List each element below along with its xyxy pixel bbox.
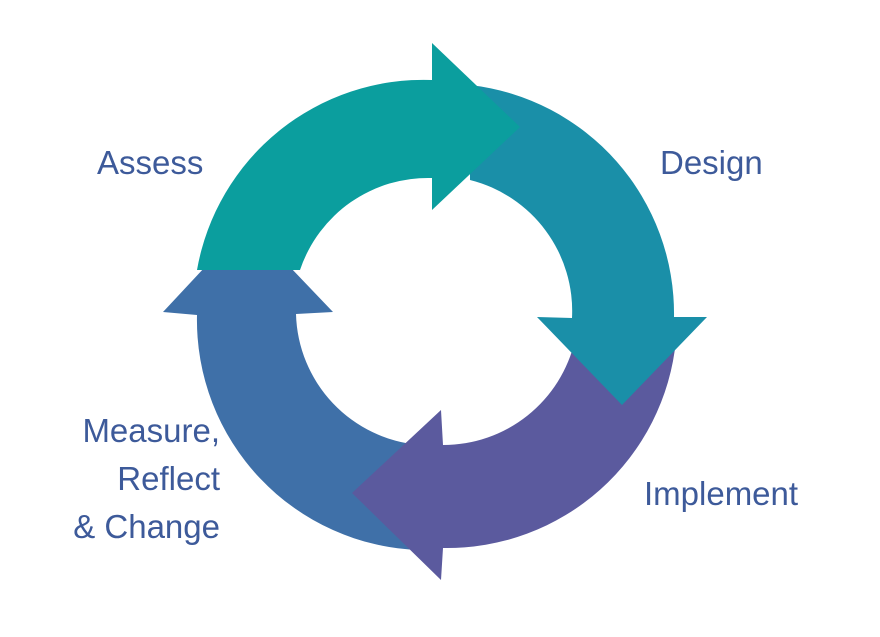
label-implement: Implement [644,475,799,512]
label-assess: Assess [97,144,204,181]
label-measure-line-3: & Change [73,508,220,545]
measure-arrow [163,222,420,550]
assess-arrow [197,43,520,270]
implement-arrow [352,340,676,580]
label-design: Design [660,144,763,181]
label-measure-line-1: Measure, [82,412,220,449]
design-arrow [470,85,707,405]
label-measure-line-2: Reflect [117,460,220,497]
label-measure: Measure, Reflect & Change [73,407,220,551]
